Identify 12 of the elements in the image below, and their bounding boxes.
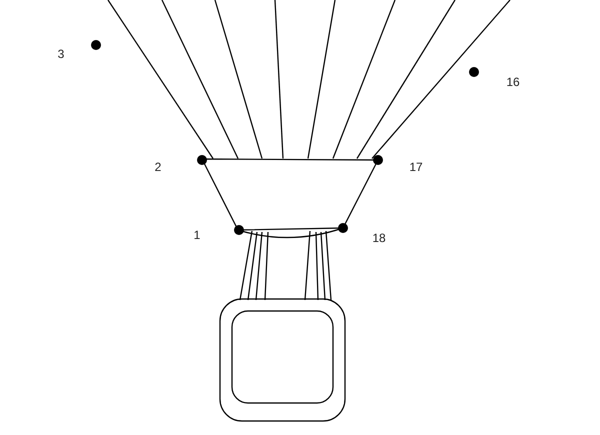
- dot: [91, 40, 101, 50]
- dot-number: 3: [58, 48, 64, 60]
- dot: [234, 225, 244, 235]
- dot: [373, 155, 383, 165]
- dot-number: 2: [154, 161, 162, 173]
- dot-number: 16: [506, 76, 520, 88]
- dot: [338, 223, 348, 233]
- dot-number: 17: [409, 161, 423, 173]
- dot: [197, 155, 207, 165]
- dot: [469, 67, 479, 77]
- dot-number: 18: [372, 232, 386, 244]
- dot-number: 1: [194, 229, 200, 241]
